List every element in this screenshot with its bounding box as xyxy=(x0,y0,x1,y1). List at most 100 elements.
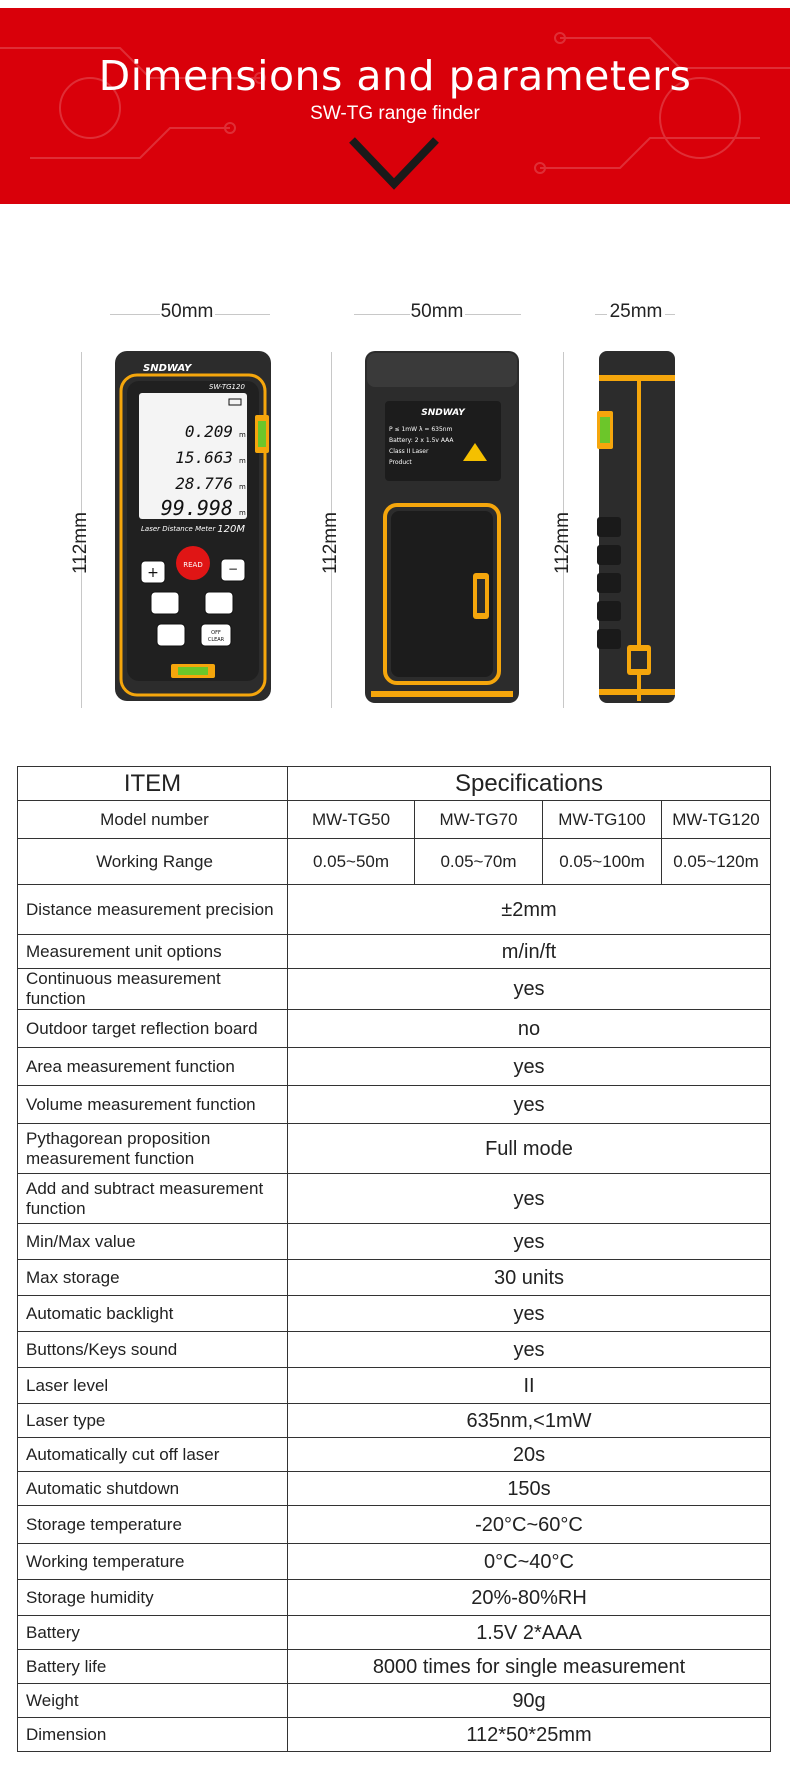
row-value: II xyxy=(286,1367,772,1404)
device-front-image: SNDWAY SW-TG120 0.209 15.663 28.776 99.9… xyxy=(115,351,271,701)
model-label: SW-TG120 xyxy=(209,383,245,391)
back-label-line-3: Class II Laser xyxy=(389,448,429,455)
reading-2: 15.663 xyxy=(175,448,233,467)
row-label: Continuous measurement function xyxy=(17,968,288,1010)
chevron-down-icon xyxy=(349,137,439,190)
specifications-table: ITEM Specifications Model number MW-TG50… xyxy=(17,766,772,1752)
range-cell: 0.05~50m xyxy=(287,838,415,885)
off-button-label: OFF xyxy=(211,630,221,636)
dim-line xyxy=(465,314,521,315)
header-banner: Dimensions and parameters SW-TG range fi… xyxy=(0,8,790,204)
front-height-label: 112mm xyxy=(70,512,91,574)
dim-line xyxy=(215,314,270,315)
range-cell: 0.05~70m xyxy=(414,838,543,885)
row-label: Outdoor target reflection board xyxy=(17,1009,288,1048)
row-value: yes xyxy=(286,1173,772,1224)
row-label: Max storage xyxy=(17,1259,288,1296)
device-back-image: SNDWAY P ≤ 1mW λ = 635nm Battery: 2 x 1.… xyxy=(365,351,519,703)
model-cell: MW-TG100 xyxy=(542,800,662,839)
row-value: 1.5V 2*AAA xyxy=(286,1615,772,1650)
back-label-line-4: Product xyxy=(389,459,412,466)
row-label: Automatic shutdown xyxy=(17,1471,288,1506)
row-value: yes xyxy=(286,968,772,1010)
row-value: yes xyxy=(286,1085,772,1124)
clear-button-label: CLEAR xyxy=(208,637,225,643)
svg-text:+: + xyxy=(147,565,159,581)
range-cell: 0.05~120m xyxy=(660,838,772,885)
row-label: Working temperature xyxy=(17,1543,288,1580)
dim-line xyxy=(331,352,332,708)
row-label: Weight xyxy=(17,1683,288,1718)
row-label: Add and subtract measurement function xyxy=(17,1173,288,1224)
row-label: Distance measurement precision xyxy=(17,884,288,935)
row-value: 20%-80%RH xyxy=(286,1579,772,1616)
back-label-line-1: P ≤ 1mW λ = 635nm xyxy=(389,426,453,433)
back-height-label: 112mm xyxy=(320,512,341,574)
row-value: 8000 times for single measurement xyxy=(286,1649,772,1684)
row-value: -20°C~60°C xyxy=(286,1505,772,1544)
row-value: 0°C~40°C xyxy=(286,1543,772,1580)
side-height-label: 112mm xyxy=(552,512,573,574)
reading-4: 99.998 xyxy=(161,496,233,520)
device-range: 120M xyxy=(217,524,245,535)
model-cell: MW-TG70 xyxy=(414,800,543,839)
page-title: Dimensions and parameters xyxy=(98,52,692,100)
row-value: no xyxy=(286,1009,772,1048)
row-value: 20s xyxy=(286,1437,772,1472)
back-brand-logo: SNDWAY xyxy=(421,408,466,418)
back-label-line-2: Battery: 2 x 1.5v AAA xyxy=(389,437,454,444)
row-label: Pythagorean proposition measurement func… xyxy=(17,1123,288,1174)
dim-line xyxy=(354,314,410,315)
model-cell: MW-TG50 xyxy=(287,800,415,839)
row-label: Automatically cut off laser xyxy=(17,1437,288,1472)
table-row: Distance measurement precision±2mm xyxy=(17,884,772,935)
row-label: Min/Max value xyxy=(17,1223,288,1260)
row-label: Volume measurement function xyxy=(17,1085,288,1124)
reading-1: 0.209 xyxy=(185,422,233,441)
unit-1: m xyxy=(239,431,246,439)
row-label: Laser level xyxy=(17,1367,288,1404)
row-label: Dimension xyxy=(17,1717,288,1752)
row-value: 635nm,<1mW xyxy=(286,1403,772,1438)
header-item: ITEM xyxy=(17,766,288,801)
front-width-label: 50mm xyxy=(160,301,214,322)
dim-line xyxy=(81,352,82,708)
row-value: m/in/ft xyxy=(286,934,772,969)
row-label: Working Range xyxy=(17,838,288,885)
row-label: Area measurement function xyxy=(17,1047,288,1086)
dim-line xyxy=(665,314,675,315)
row-label: Laser type xyxy=(17,1403,288,1438)
row-value: yes xyxy=(286,1331,772,1368)
model-cell: MW-TG120 xyxy=(660,800,772,839)
row-value: yes xyxy=(286,1295,772,1332)
table-row: Model number MW-TG50 MW-TG70 MW-TG100 MW… xyxy=(17,800,772,839)
battery-icon xyxy=(228,398,242,406)
laser-warning-icon xyxy=(463,443,487,461)
row-label: Automatic backlight xyxy=(17,1295,288,1332)
row-value: Full mode xyxy=(286,1123,772,1174)
row-value: yes xyxy=(286,1223,772,1260)
row-label: Storage temperature xyxy=(17,1505,288,1544)
read-button: READ xyxy=(183,561,202,569)
side-width-label: 25mm xyxy=(609,301,663,322)
row-value: 112*50*25mm xyxy=(286,1717,772,1752)
dim-line xyxy=(563,352,564,708)
row-label: Measurement unit options xyxy=(17,934,288,969)
